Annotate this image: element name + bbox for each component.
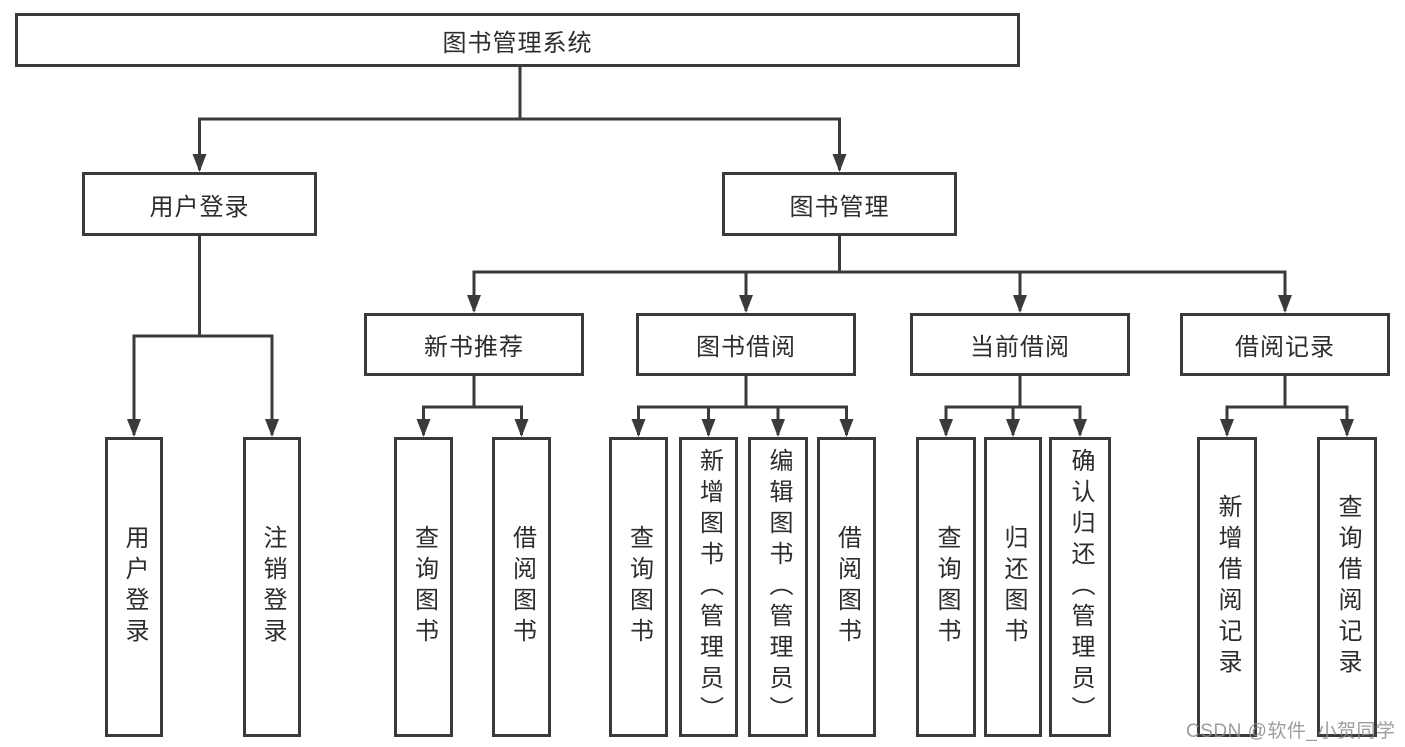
arrowhead-icon — [631, 419, 646, 437]
node-current-borrow: 当前借阅 — [910, 313, 1130, 376]
arrowhead-icon — [739, 295, 753, 313]
node-book-management: 图书管理 — [722, 172, 957, 236]
connector-line — [472, 236, 1287, 311]
node-leaf-br-add-record: 新增借阅记录 — [1197, 437, 1257, 737]
arrowhead-icon — [1006, 419, 1020, 437]
arrowhead-icon — [939, 419, 953, 437]
connector-line — [198, 67, 841, 170]
arrowhead-icon — [1013, 295, 1027, 313]
arrowhead-icon — [771, 419, 785, 437]
node-leaf-nb-query-books: 查询图书 — [394, 437, 453, 737]
node-leaf-cb-return-books: 归还图书 — [984, 437, 1042, 737]
node-leaf-cb-confirm-return-admin: 确认归还（管理员） — [1049, 437, 1111, 737]
arrowhead-icon — [265, 419, 279, 437]
arrowhead-icon — [416, 419, 431, 437]
node-book-borrow: 图书借阅 — [636, 313, 856, 376]
node-leaf-cb-query-books: 查询图书 — [916, 437, 976, 737]
arrowhead-icon — [127, 419, 141, 437]
connector-line — [132, 236, 274, 435]
node-leaf-br-query-record: 查询借阅记录 — [1317, 437, 1377, 737]
node-borrow-records: 借阅记录 — [1180, 313, 1390, 376]
node-user-login: 用户登录 — [82, 172, 317, 236]
arrowhead-icon — [1220, 419, 1234, 437]
node-leaf-bb-add-books-admin: 新增图书（管理员） — [679, 437, 738, 737]
node-leaf-bb-query-books: 查询图书 — [609, 437, 668, 737]
arrowhead-icon — [514, 419, 529, 437]
node-leaf-nb-borrow-books: 借阅图书 — [492, 437, 551, 737]
node-leaf-bb-edit-books-admin: 编辑图书（管理员） — [748, 437, 808, 737]
arrowhead-icon — [701, 419, 716, 437]
arrowhead-icon — [1340, 419, 1354, 437]
connector-line — [637, 376, 848, 435]
node-new-book-recommend: 新书推荐 — [364, 313, 584, 376]
connector-line — [1225, 376, 1349, 435]
arrowhead-icon — [832, 154, 847, 172]
watermark: CSDN @软件_小贺同学 — [1186, 721, 1396, 742]
arrowhead-icon — [192, 154, 207, 172]
arrowhead-icon — [467, 295, 481, 313]
arrowhead-icon — [839, 419, 854, 437]
arrowhead-icon — [1073, 419, 1087, 437]
node-root: 图书管理系统 — [15, 13, 1020, 67]
node-leaf-user-login: 用户登录 — [105, 437, 163, 737]
node-leaf-logout: 注销登录 — [243, 437, 301, 737]
arrowhead-icon — [1278, 295, 1292, 313]
node-leaf-bb-borrow-books: 借阅图书 — [817, 437, 876, 737]
connector-line — [422, 376, 523, 435]
